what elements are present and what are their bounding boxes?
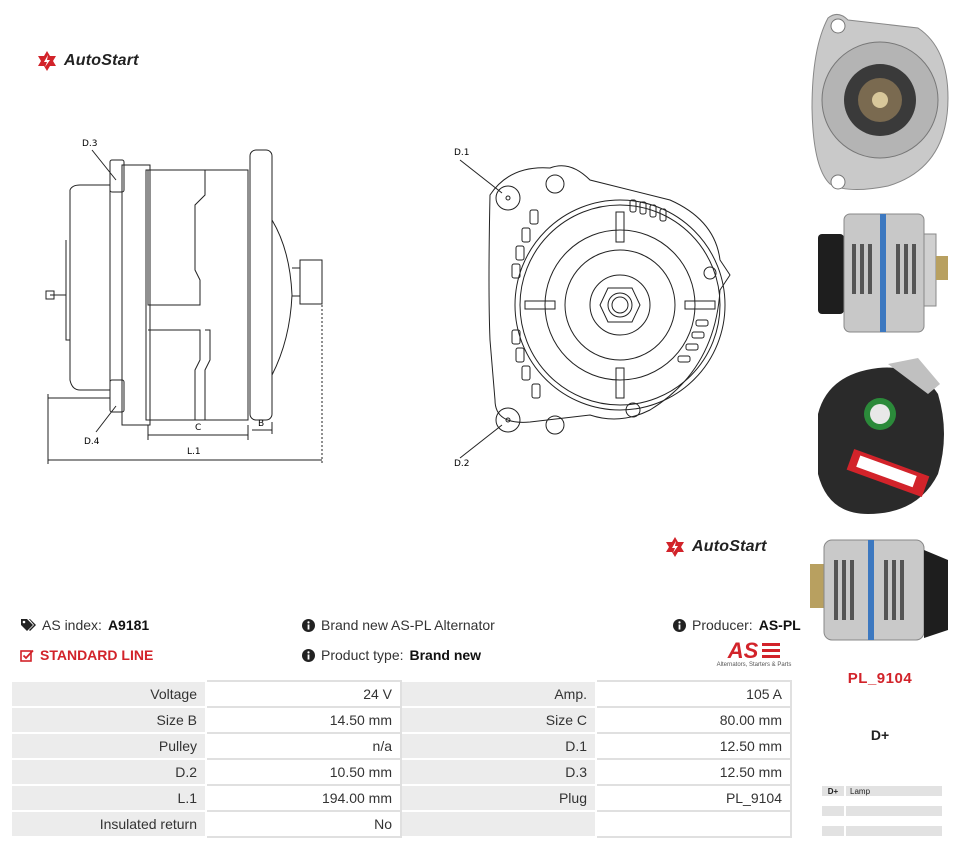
as-pl-logo: AS Alternators, Starters & Parts	[716, 638, 792, 669]
spec-value: 12.50 mm	[595, 758, 792, 786]
pin-desc	[846, 806, 942, 816]
producer-label: Producer:	[692, 617, 753, 633]
spec-value: 10.50 mm	[205, 758, 402, 786]
label-d4: D.4	[84, 437, 100, 447]
autostart-logo-icon	[666, 537, 684, 557]
brand-name: AutoStart	[64, 52, 139, 69]
spec-value: 105 A	[595, 680, 792, 708]
info-icon	[673, 618, 686, 632]
brand-name-bottom: AutoStart	[692, 538, 767, 555]
label-d2: D.2	[454, 459, 470, 469]
as-index-value: A9181	[107, 617, 150, 633]
spec-label: D.2	[10, 758, 207, 786]
label-b: B	[258, 419, 264, 429]
as-logo-stripes-icon	[762, 643, 781, 658]
spec-label: L.1	[10, 784, 207, 812]
as-logo-tagline: Alternators, Starters & Parts	[716, 662, 792, 668]
spec-label: Pulley	[10, 732, 207, 760]
spec-value: 194.00 mm	[205, 784, 402, 812]
label-c: C	[195, 423, 201, 433]
pin-row	[822, 806, 942, 816]
pin-row	[822, 826, 942, 836]
as-logo-text: AS	[727, 638, 759, 663]
spec-value: 12.50 mm	[595, 732, 792, 760]
cooling-slots	[511, 199, 709, 399]
spec-label: Voltage	[10, 680, 207, 708]
product-photo-side	[808, 194, 952, 346]
spec-label: Amp.	[400, 680, 597, 708]
autostart-logo-bottom: AutoStart	[664, 536, 767, 558]
spec-value: PL_9104	[595, 784, 792, 812]
checkbox-icon	[20, 649, 34, 662]
info-icon	[302, 618, 315, 632]
spec-label: Plug	[400, 784, 597, 812]
plug-pin-table: D+ Lamp	[822, 786, 942, 846]
autostart-logo-icon	[38, 51, 56, 71]
pin-desc	[846, 826, 942, 836]
tags-icon	[21, 619, 36, 631]
pin-id: D+	[822, 786, 844, 796]
spec-value: 14.50 mm	[205, 706, 402, 734]
description: Brand new AS-PL Alternator	[302, 617, 495, 633]
product-photo-rear	[808, 354, 952, 522]
info-icon	[302, 648, 315, 662]
spec-value	[595, 810, 792, 838]
product-type-value: Brand new	[409, 647, 482, 663]
front-view-drawing: D.1 D.2	[454, 148, 731, 469]
spec-value: No	[205, 810, 402, 838]
spec-label: D.1	[400, 732, 597, 760]
as-index: AS index: A9181	[20, 617, 149, 633]
pin-desc: Lamp	[846, 786, 942, 796]
producer: Producer: AS-PL	[673, 617, 801, 633]
producer-value: AS-PL	[758, 617, 801, 633]
label-d1: D.1	[454, 148, 470, 158]
plug-terminal: D+	[870, 727, 890, 743]
product-type-label: Product type:	[321, 647, 404, 663]
product-photo-angle	[808, 530, 952, 650]
standard-line-text: STANDARD LINE	[40, 647, 154, 663]
label-l1: L.1	[187, 447, 201, 457]
autostart-logo: AutoStart	[36, 50, 139, 72]
as-index-label: AS index:	[42, 617, 102, 633]
side-view-drawing: D.3 D.4 C B L.1	[45, 139, 323, 464]
spec-label: D.3	[400, 758, 597, 786]
spec-label	[400, 810, 597, 838]
spec-label: Insulated return	[10, 810, 207, 838]
spec-value: 80.00 mm	[595, 706, 792, 734]
product-photo-front	[808, 8, 952, 194]
plug-code: PL_9104	[847, 670, 913, 687]
pin-id	[822, 806, 844, 816]
standard-line: STANDARD LINE	[20, 647, 153, 663]
spec-label: Size B	[10, 706, 207, 734]
pin-id	[822, 826, 844, 836]
spec-value: n/a	[205, 732, 402, 760]
description-text: Brand new AS-PL Alternator	[321, 617, 495, 633]
spec-label: Size C	[400, 706, 597, 734]
product-type: Product type: Brand new	[302, 647, 481, 663]
spec-value: 24 V	[205, 680, 402, 708]
pin-row: D+ Lamp	[822, 786, 942, 796]
label-d3: D.3	[82, 139, 98, 149]
